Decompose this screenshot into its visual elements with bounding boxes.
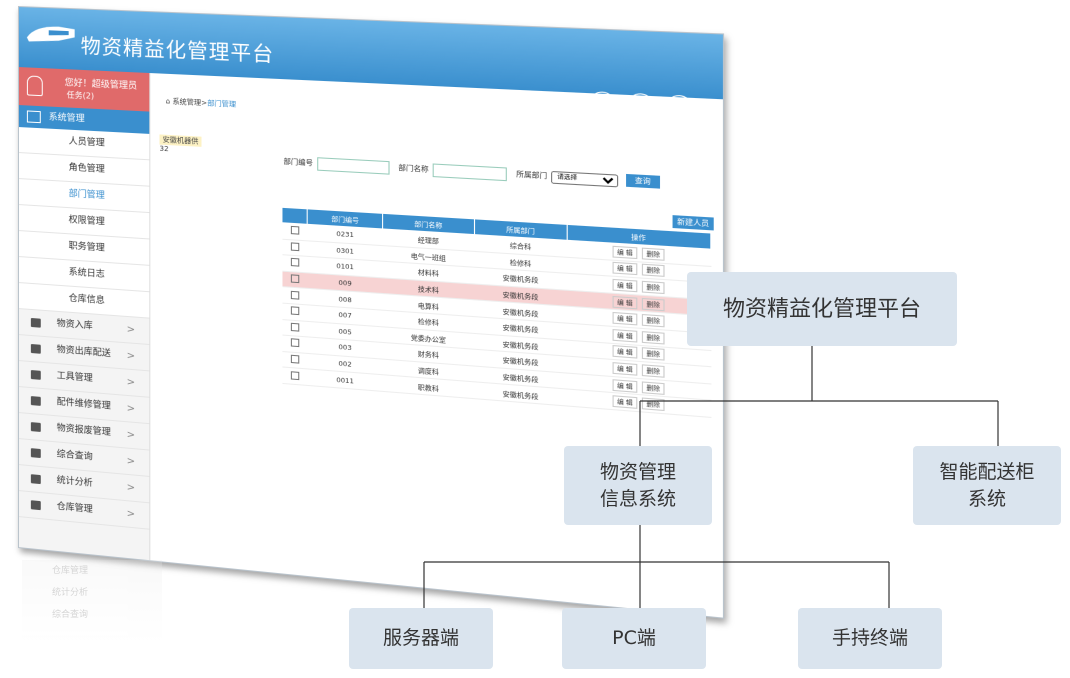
node-server: 服务器端 [349, 608, 493, 669]
node-delivery-cabinet: 智能配送柜 系统 [913, 446, 1061, 525]
node-pc: PC端 [562, 608, 706, 669]
node-handheld: 手持终端 [798, 608, 942, 669]
node-platform: 物资精益化管理平台 [687, 272, 957, 346]
node-info-system: 物资管理 信息系统 [564, 446, 712, 525]
